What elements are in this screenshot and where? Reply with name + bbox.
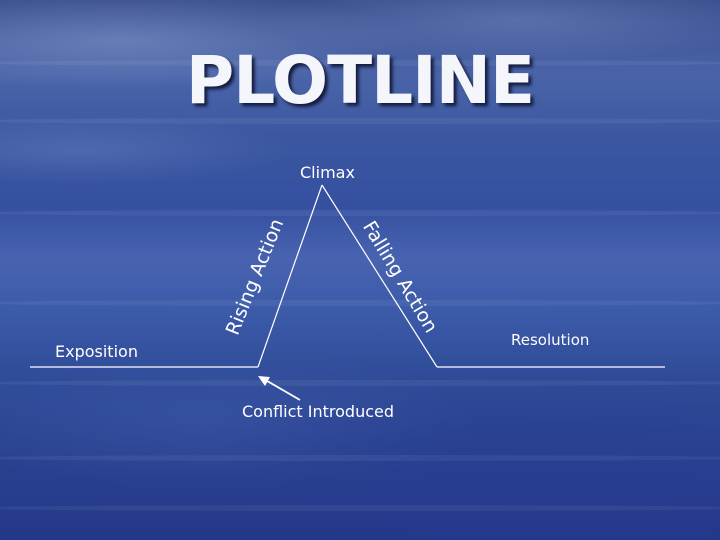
conflict-introduced-label: Conflict Introduced xyxy=(242,402,395,421)
rising-action-line xyxy=(257,184,323,368)
resolution-label: Resolution xyxy=(511,331,590,349)
water-wave xyxy=(0,118,720,124)
water-wave xyxy=(0,380,720,386)
conflict-arrow-head xyxy=(258,376,270,386)
water-wave xyxy=(0,455,720,461)
climax-label: Climax xyxy=(300,163,355,182)
water-wave xyxy=(0,210,720,216)
exposition-label: Exposition xyxy=(55,342,138,361)
slide-title: PLOTLINE xyxy=(185,42,535,119)
conflict-arrow-shaft xyxy=(261,377,301,401)
water-wave xyxy=(0,505,720,511)
water-wave xyxy=(0,60,720,66)
falling-action-line xyxy=(321,184,438,368)
water-wave xyxy=(0,300,720,306)
